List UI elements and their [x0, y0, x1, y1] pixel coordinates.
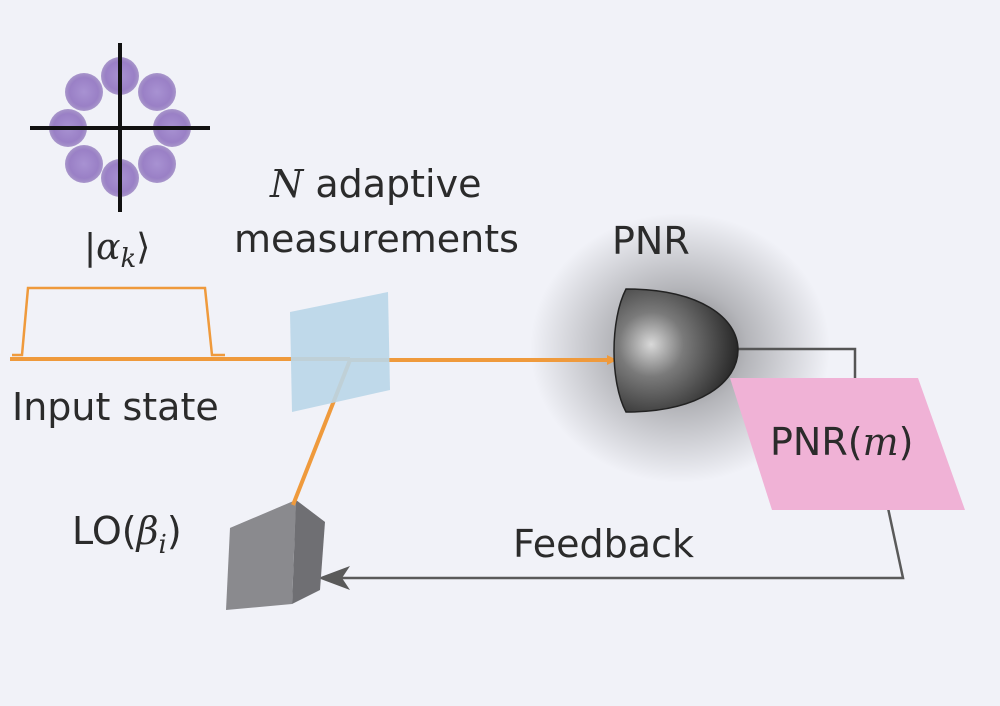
lo-prefix: LO( — [72, 509, 137, 553]
feedback-loop — [318, 347, 905, 590]
measurements-label: measurements — [234, 217, 519, 261]
ket-label: |αk⟩ — [84, 230, 150, 273]
n-symbol: N — [270, 162, 304, 206]
constellation-diagram — [30, 43, 210, 212]
coherent-state-blob — [65, 145, 103, 183]
pnr-box-var: m — [862, 420, 899, 464]
pnr-top-label: PNR — [612, 219, 690, 263]
pnr-box — [730, 378, 965, 510]
lo-box-front — [226, 500, 296, 610]
lo-symbol: β — [136, 509, 159, 553]
pnr-detector — [613, 288, 739, 413]
pnr-box-label: PNR(m) — [770, 423, 913, 461]
lo-box — [226, 500, 325, 610]
lo-subscript: i — [158, 529, 167, 560]
ket-open: | — [84, 227, 97, 268]
feedback-line — [325, 507, 905, 580]
feedback-label: Feedback — [513, 522, 694, 566]
ket-subscript: k — [120, 244, 137, 275]
input-state-label: Input state — [12, 385, 219, 429]
adaptive-text: adaptive — [315, 162, 482, 206]
coherent-state-blob — [138, 73, 176, 111]
lo-label: LO(βi) — [72, 512, 182, 559]
lo-suffix: ) — [166, 509, 182, 553]
pnr-box-prefix: PNR( — [770, 420, 863, 464]
feedback-arrowhead — [318, 566, 350, 590]
lo-box-side — [292, 500, 325, 604]
pnr-box-suffix: ) — [898, 420, 914, 464]
beam-splitter — [290, 292, 390, 412]
input-pulse-outline — [12, 286, 225, 357]
ket-symbol: α — [96, 227, 121, 268]
coherent-state-blob — [138, 145, 176, 183]
adaptive-label: N adaptive — [270, 165, 481, 203]
coherent-state-blob — [65, 73, 103, 111]
ket-close: ⟩ — [136, 227, 151, 268]
detector-output-line — [735, 347, 857, 380]
